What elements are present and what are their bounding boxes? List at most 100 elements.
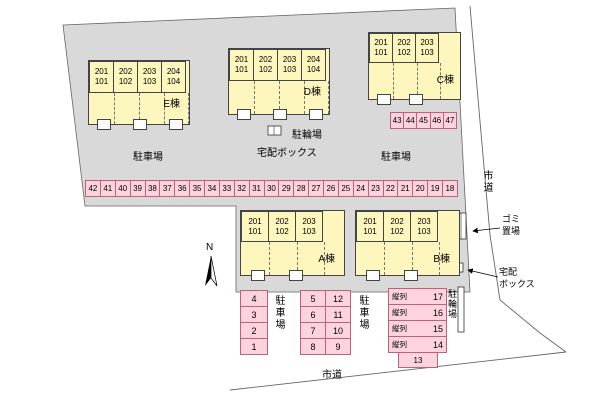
entry-step [366, 270, 380, 281]
parking-space: 11 [326, 306, 350, 322]
entry-step [169, 119, 183, 130]
parking-space: 36 [174, 181, 189, 196]
unit-cell: 203 103 [295, 211, 323, 242]
parking-space: 8 [301, 338, 325, 354]
parking-space: 33 [218, 181, 234, 196]
road-bottom-edge [229, 351, 567, 391]
unit-cell: 201 101 [356, 211, 384, 242]
entry-step [309, 109, 323, 120]
unit-cell: 202 102 [113, 61, 138, 93]
entry-step [133, 119, 147, 130]
parking-space: 39 [129, 181, 145, 196]
parking-space: 13 [413, 355, 423, 365]
label-parking-lower-left: 駐車場 [273, 295, 284, 331]
parking-space: 43 [392, 116, 402, 125]
parking-space: 2 [241, 322, 267, 338]
tandem-label: 縦列 [392, 340, 407, 349]
entry-step [251, 270, 265, 281]
garbage-pointer-arrow [472, 227, 501, 234]
unit-cell: 204 104 [161, 61, 186, 93]
parking-space: 32 [233, 181, 249, 196]
label-garbage-area: ゴミ 置場 [502, 214, 521, 236]
parking-space: 18 [442, 181, 457, 196]
parking-space: 25 [337, 181, 353, 196]
parking-space: 5 [310, 293, 316, 304]
parking-space: 3 [241, 306, 267, 322]
building-body [89, 93, 189, 124]
building-label-D: D棟 [303, 87, 321, 98]
unit-cell: 203 103 [415, 33, 439, 63]
unit-cell: 202 102 [268, 211, 296, 242]
parking-space: 41 [99, 181, 115, 196]
unit-cell: 202 102 [392, 33, 416, 63]
parking-space: 44 [403, 113, 416, 128]
parking-space: 42 [88, 184, 98, 193]
entry-step [409, 94, 423, 105]
delivery-pointer-arrow [467, 268, 499, 278]
tandem-label: 縦列 [392, 292, 407, 301]
building-body [369, 63, 460, 99]
label-parking-lower-mid: 駐車場 [357, 295, 368, 331]
parking-space: 35 [189, 181, 204, 196]
building-label-B: B棟 [433, 254, 450, 265]
tandem-parking-space: 縦列 14 [389, 336, 446, 352]
unit-cell: 201 101 [241, 211, 269, 242]
parking-space: 21 [397, 181, 412, 196]
building-body [241, 242, 344, 275]
bike-rack-lower-icon [457, 286, 465, 333]
compass-n-label: N [206, 242, 214, 253]
unit-cell: 204 104 [301, 49, 326, 81]
parking-space-13: 13 [398, 352, 438, 368]
label-delivery-top: 宅配ボックス [257, 148, 317, 159]
parking-space: 28 [293, 181, 308, 196]
parking-space: 30 [263, 181, 279, 196]
parking-space: 31 [248, 181, 264, 196]
road-right-edge [469, 5, 567, 353]
entry-step [289, 270, 303, 281]
label-delivery-right: 宅配 ボックス [499, 267, 535, 289]
unit-cell: 201 101 [369, 33, 393, 63]
parking-space: 9 [326, 338, 350, 354]
unit-cell: 202 102 [253, 49, 278, 81]
entry-step [404, 270, 418, 281]
north-arrow [205, 255, 218, 287]
unit-cell: 203 103 [410, 211, 438, 242]
label-bike-top: 駐輪場 [292, 130, 322, 141]
parking-space: 7 [301, 322, 325, 338]
parking-tandem-col: 縦列 17 縦列 16 縦列 15 縦列 14 [388, 288, 447, 353]
entry-step [377, 94, 391, 105]
entry-step [97, 119, 111, 130]
parking-space: 12 [332, 293, 343, 304]
parking-space: 29 [278, 181, 293, 196]
tandem-parking-space: 縦列 16 [389, 304, 446, 320]
parking-space: 45 [416, 113, 429, 128]
parking-space: 26 [323, 181, 338, 196]
parking-space: 37 [159, 181, 174, 196]
tandem-label: 縦列 [392, 324, 407, 333]
building-label-A: A棟 [318, 254, 335, 265]
building-label-C: C棟 [436, 75, 454, 86]
parking-space: 10 [326, 322, 350, 338]
parking-space: 40 [114, 181, 130, 196]
tandem-parking-space: 縦列 17 [389, 289, 446, 304]
parking-space: 22 [382, 181, 398, 196]
building-body [229, 81, 329, 114]
parking-space: 24 [352, 181, 368, 196]
parking-space: 23 [367, 181, 383, 196]
parking-space: 47 [442, 113, 456, 128]
tandem-number: 16 [432, 307, 443, 318]
tandem-number: 15 [432, 323, 443, 334]
entry-step [237, 109, 251, 120]
tandem-number: 17 [432, 291, 443, 302]
tandem-label: 縦列 [392, 308, 407, 317]
label-road-right: 市道 [481, 170, 492, 194]
